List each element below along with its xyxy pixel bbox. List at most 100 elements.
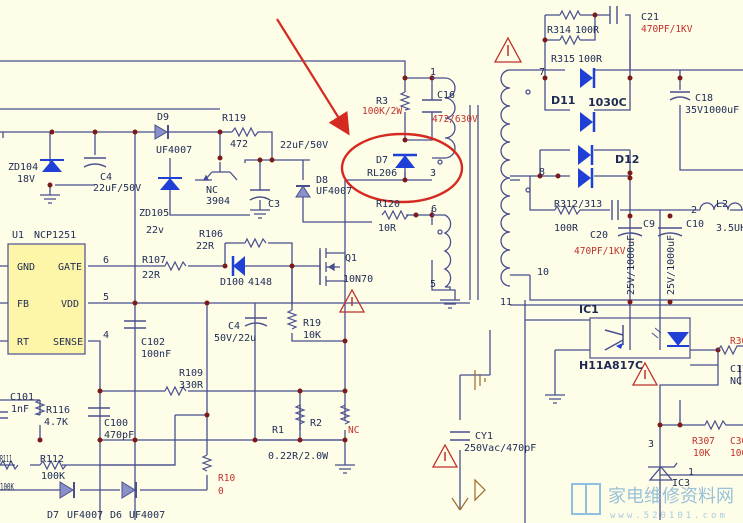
c4-top-ref: C4 <box>100 172 112 183</box>
zd105-ref: ZD105 <box>139 208 169 219</box>
u1-pin-gate: GATE <box>58 262 82 273</box>
xfmr-pin-7: 7 <box>539 67 545 78</box>
r315-symbol <box>559 34 581 46</box>
d12-ref: D12 <box>615 153 639 166</box>
r315-ref: R315 <box>551 54 575 65</box>
c4-bot-ref: C4 <box>228 321 240 332</box>
c4-top-symbol <box>83 157 107 168</box>
highlight-annotation <box>276 18 464 204</box>
ic1-optocoupler <box>589 317 691 359</box>
warning-icon <box>493 36 523 63</box>
c3-symbol <box>249 189 271 201</box>
watermark-url: www.520101.com <box>610 511 728 521</box>
c100-ref: C100 <box>104 418 128 429</box>
r116-ref: R116 <box>46 405 70 416</box>
r10-value: 0 <box>218 486 224 497</box>
c100-value: 470pF <box>104 430 134 441</box>
r116-value: 4.7K <box>44 417 68 428</box>
diodes <box>40 68 678 499</box>
watermark: 家电维修资料网 www.520101.com <box>571 483 734 521</box>
c9-symbol <box>617 227 643 237</box>
d9-value: UF4007 <box>156 145 192 156</box>
c21-value: 470PF/1KV <box>641 24 693 35</box>
r106-ref: R106 <box>199 229 223 240</box>
d7-ref: D7 <box>376 155 388 166</box>
ic3-pin-3: 3 <box>648 439 654 450</box>
d9-symbol <box>154 124 169 140</box>
d7-rl206-symbol <box>393 153 417 168</box>
ground-icon <box>335 464 355 474</box>
c102-value: 100nF <box>141 349 171 360</box>
d11-value: 1030C <box>588 96 627 109</box>
r112-value: 100K <box>41 471 65 482</box>
c16-ref: C16 <box>437 90 455 101</box>
r120-symbol <box>381 209 409 221</box>
d11-lower-symbol <box>580 112 596 132</box>
c9-ref: C9 <box>643 219 655 230</box>
c17-value: NC <box>730 376 742 387</box>
u1-pin-vdd: VDD <box>61 299 79 310</box>
ground-icon <box>440 299 460 309</box>
c100-symbol <box>88 407 110 417</box>
c18-ref: C18 <box>695 93 713 104</box>
c18-value: 35V1000uF <box>685 105 739 116</box>
r2-ref: R2 <box>310 418 322 429</box>
ground-icon <box>40 194 60 204</box>
d9-ref: D9 <box>157 112 169 123</box>
r107-ref: R107 <box>142 255 166 266</box>
d12-upper-symbol <box>578 145 594 165</box>
c9-value: 25V/1000uF <box>626 235 637 295</box>
c101-ref: C101 <box>10 392 34 403</box>
r312-ref: R312/313 <box>554 199 602 210</box>
u1-part: NCP1251 <box>34 230 76 241</box>
r30x-symbol <box>717 344 743 356</box>
r112-symbol <box>39 459 67 471</box>
q-nc-value: 3904 <box>206 196 230 207</box>
zd104-value: 18V <box>17 174 35 185</box>
ic3-tl431-symbol <box>648 462 678 481</box>
c10-value: 25V/1000uF <box>666 235 677 295</box>
r109-ref: R109 <box>179 368 203 379</box>
c4-top-value: 22uF/50V <box>93 183 141 194</box>
r119-ref: R119 <box>222 113 246 124</box>
xfmr-pin-10: 10 <box>537 267 549 278</box>
d7b-ref: D7 <box>47 510 59 521</box>
r19-ref: R19 <box>303 318 321 329</box>
d7-value: RL206 <box>367 168 397 179</box>
xfmr-pin-6: 6 <box>431 204 437 215</box>
d6-symbol <box>121 481 137 499</box>
warning-icon <box>338 288 366 313</box>
c4-bot-symbol <box>244 317 268 327</box>
r112-ref: R112 <box>40 454 64 465</box>
ground-icon <box>451 478 486 511</box>
d8-value: UF4007 <box>316 186 352 197</box>
c102-symbol <box>124 320 146 329</box>
c102-ref: C102 <box>141 337 165 348</box>
xfmr-pin-5: 5 <box>430 279 436 290</box>
q-nc-ref: NC <box>206 185 218 196</box>
r307-symbol <box>704 419 743 431</box>
r2-symbol <box>294 404 306 425</box>
pin-5-label: 5 <box>103 292 109 303</box>
c20-symbol <box>611 200 619 220</box>
ground-icon <box>474 370 486 390</box>
q1-ref: Q1 <box>345 253 357 264</box>
r312-symbol <box>554 204 581 216</box>
u1-ref: U1 <box>12 230 24 241</box>
c30x-ref: C30 <box>730 436 743 447</box>
r120-ref: R120 <box>376 199 400 210</box>
u1-pin-sense: SENSE <box>53 337 83 348</box>
l2-ref: L2 <box>716 199 728 210</box>
r10-ref: R10 <box>218 473 235 484</box>
r314-symbol <box>559 9 581 21</box>
grounds <box>40 194 565 511</box>
r109-value: 330R <box>179 380 204 391</box>
primary-winding-1-3 <box>432 77 456 159</box>
pin-4-label: 4 <box>103 330 109 341</box>
r307-ref: R307 <box>692 436 715 447</box>
ic1-value: H11A817C <box>579 359 643 372</box>
r312-value: 100R <box>554 223 579 234</box>
red-arrow <box>276 18 350 136</box>
d100-value: 4148 <box>248 277 272 288</box>
